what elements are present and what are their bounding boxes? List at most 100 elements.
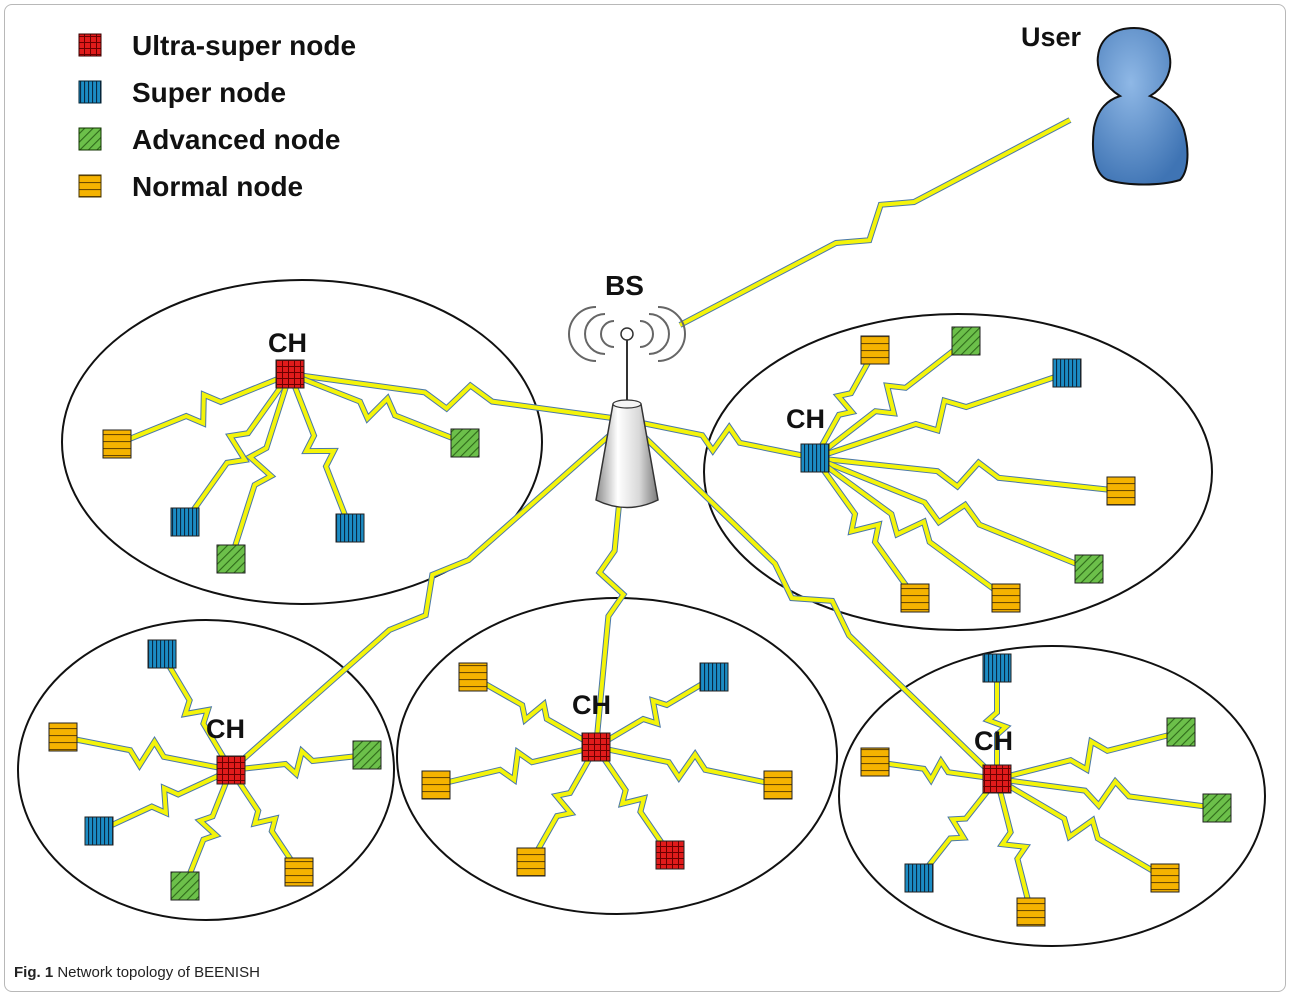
advanced-node-c1 xyxy=(216,544,246,574)
member-link-1-4 xyxy=(287,372,353,530)
ch-label-cluster-4: CH xyxy=(572,690,611,720)
cluster-head-1 xyxy=(275,359,305,389)
cluster-1-boundary xyxy=(61,279,543,605)
lightning-bolt-icon xyxy=(996,777,1218,810)
normal-node-c4 xyxy=(458,662,488,692)
member-link-4-2 xyxy=(594,674,716,750)
lightning-bolt-icon xyxy=(813,456,1008,600)
advanced-node-swatch xyxy=(78,127,102,151)
cluster-2-boundary xyxy=(703,313,1213,631)
lightning-bolt-icon xyxy=(98,768,232,833)
advanced-node-c3 xyxy=(352,740,382,770)
lightning-bolt-icon xyxy=(625,418,999,781)
member-link-5-4 xyxy=(996,776,1218,811)
member-link-2-4 xyxy=(814,455,1122,494)
user-label: User xyxy=(1021,22,1082,52)
lightning-bolt-icon xyxy=(995,777,1167,880)
member-link-3-2 xyxy=(62,734,232,773)
cluster-head-4 xyxy=(581,732,611,762)
lightning-bolt-icon xyxy=(679,118,1071,327)
normal-node-c2 xyxy=(860,335,890,365)
member-link-4-6 xyxy=(593,745,673,857)
member-link-2-6 xyxy=(812,456,918,600)
lightning-bolt-icon xyxy=(62,735,232,772)
lightning-bolt-icon xyxy=(814,456,1090,571)
normal-node-c5 xyxy=(1150,863,1180,893)
lightning-bolt-icon xyxy=(289,372,466,445)
cluster-ellipses xyxy=(17,279,1266,947)
cluster-3-boundary xyxy=(17,619,395,921)
super-node-c4 xyxy=(699,662,729,692)
lightning-bolt-icon xyxy=(435,745,597,787)
cluster-head-3 xyxy=(216,755,246,785)
lightning-bolt-icon xyxy=(472,675,597,749)
lightning-bolt-icon xyxy=(160,652,233,772)
bs-label: BS xyxy=(605,270,644,301)
lightning-bolt-icon xyxy=(813,339,968,460)
member-link-5-2 xyxy=(874,755,998,786)
lightning-bolt-icon xyxy=(996,730,1182,781)
super-node-c3 xyxy=(147,639,177,669)
normal-node-c3 xyxy=(48,722,78,752)
legend-item-super: Super node xyxy=(78,77,286,108)
user: User xyxy=(1021,22,1189,186)
lightning-bolt-icon xyxy=(813,456,917,600)
super-node-c5 xyxy=(904,863,934,893)
legend-item-advanced: Advanced node xyxy=(78,124,340,155)
ch-bs-link-4 xyxy=(593,419,630,748)
links-layer xyxy=(62,117,1218,913)
figure-caption-text: Network topology of BEENISH xyxy=(57,964,260,981)
member-link-4-3 xyxy=(435,744,597,788)
ch-label-cluster-5: CH xyxy=(974,726,1013,756)
legend-label: Normal node xyxy=(132,171,303,202)
lightning-bolt-icon xyxy=(229,418,629,772)
normal-node-c5 xyxy=(860,747,890,777)
normal-node-c4 xyxy=(763,770,793,800)
normal-node-c4 xyxy=(516,847,546,877)
ultra-super-node-c4 xyxy=(655,840,685,870)
legend-item-normal: Normal node xyxy=(78,171,303,202)
member-link-3-3 xyxy=(230,745,368,780)
member-link-5-1 xyxy=(982,668,1012,779)
member-link-2-3 xyxy=(814,370,1068,461)
member-link-5-6 xyxy=(916,777,1000,880)
ch-bs-link-2 xyxy=(626,417,816,461)
lightning-bolt-icon xyxy=(288,373,352,529)
ch-bs-link-5 xyxy=(624,417,1000,782)
cluster-head-2 xyxy=(800,443,830,473)
super-node-c2 xyxy=(1052,358,1082,388)
lightning-bolt-icon xyxy=(917,777,999,880)
base-station: BS xyxy=(568,270,686,509)
lightning-bolt-icon xyxy=(230,747,368,778)
lightning-bolt-icon xyxy=(814,456,1122,493)
ch-label-cluster-1: CH xyxy=(268,328,307,358)
lightning-bolt-icon xyxy=(289,372,628,422)
lightning-bolt-icon xyxy=(595,745,779,787)
cluster-5-boundary xyxy=(838,645,1266,947)
lightning-bolt-icon xyxy=(814,371,1068,460)
member-link-2-7 xyxy=(813,455,1008,601)
legend: Ultra-super node Super node Advanced nod… xyxy=(78,30,356,202)
lightning-bolt-icon xyxy=(229,768,301,874)
advanced-node-c5 xyxy=(1166,717,1196,747)
member-link-1-3 xyxy=(228,373,293,560)
lightning-bolt-icon xyxy=(529,746,598,863)
lightning-bolt-icon xyxy=(984,668,1010,779)
member-link-1-5 xyxy=(288,371,467,446)
lightning-bolt-icon xyxy=(229,373,292,560)
legend-label: Advanced node xyxy=(132,124,340,155)
normal-node-c1 xyxy=(102,429,132,459)
lightning-bolt-icon xyxy=(594,675,716,749)
super-node-c1 xyxy=(335,513,365,543)
member-link-3-6 xyxy=(228,768,302,874)
member-link-5-3 xyxy=(996,729,1182,782)
member-link-3-5 xyxy=(182,768,234,888)
lightning-bolt-icon xyxy=(813,349,877,459)
tower-top xyxy=(612,399,642,409)
member-link-1-2 xyxy=(182,372,293,524)
member-link-4-5 xyxy=(528,745,599,864)
normal-node-c2 xyxy=(900,583,930,613)
advanced-node-c2 xyxy=(951,326,981,356)
lightning-bolt-icon xyxy=(626,418,816,460)
advanced-node-c1 xyxy=(450,428,480,458)
